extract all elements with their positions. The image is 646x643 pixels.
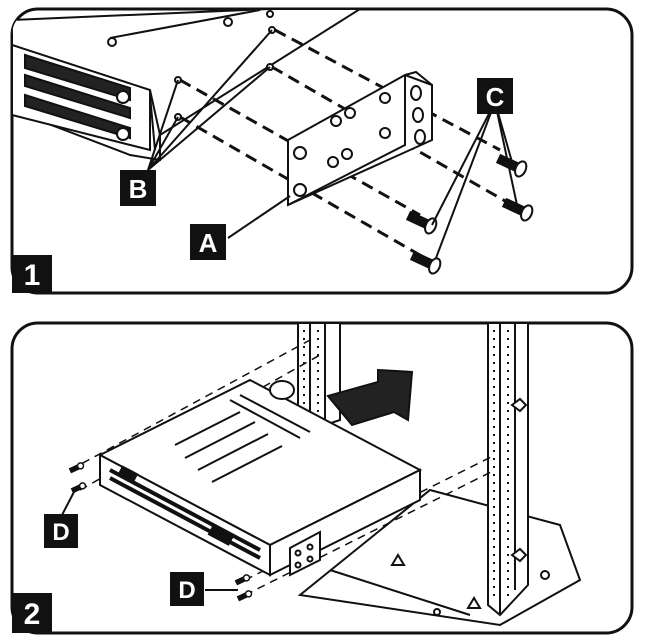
screw-c-2 [409,250,442,275]
rack-post-holes [303,330,509,600]
leader-lines-panel-1 [147,29,518,259]
rack-posts [297,323,529,617]
callout-d-upper: D [44,514,78,548]
svg-text:2: 2 [24,598,41,631]
callout-b: B [120,170,156,206]
screws-c [405,153,534,275]
svg-text:1: 1 [24,259,41,292]
screws-d [68,462,253,602]
ups-unit [97,378,423,577]
leader-lines-panel-2 [61,489,238,591]
svg-text:D: D [52,519,69,546]
step-number-2: 2 [12,593,52,633]
svg-text:A: A [199,228,218,258]
rack-bracket [287,70,433,207]
callout-c: C [477,78,513,114]
panel-2: D D 2 [10,321,634,635]
insertion-arrow [326,368,414,427]
svg-text:D: D [178,577,195,604]
screw-d-1 [68,462,85,474]
screw-d-3 [234,574,251,586]
screw-d-4 [236,590,253,602]
svg-text:C: C [486,82,505,112]
rack-clips [510,397,528,563]
callout-d-lower: D [170,572,204,606]
svg-text:B: B [129,174,148,204]
panel-1: B A C 1 [10,7,634,295]
callout-a: A [190,224,226,260]
step-number-1: 1 [12,255,52,293]
